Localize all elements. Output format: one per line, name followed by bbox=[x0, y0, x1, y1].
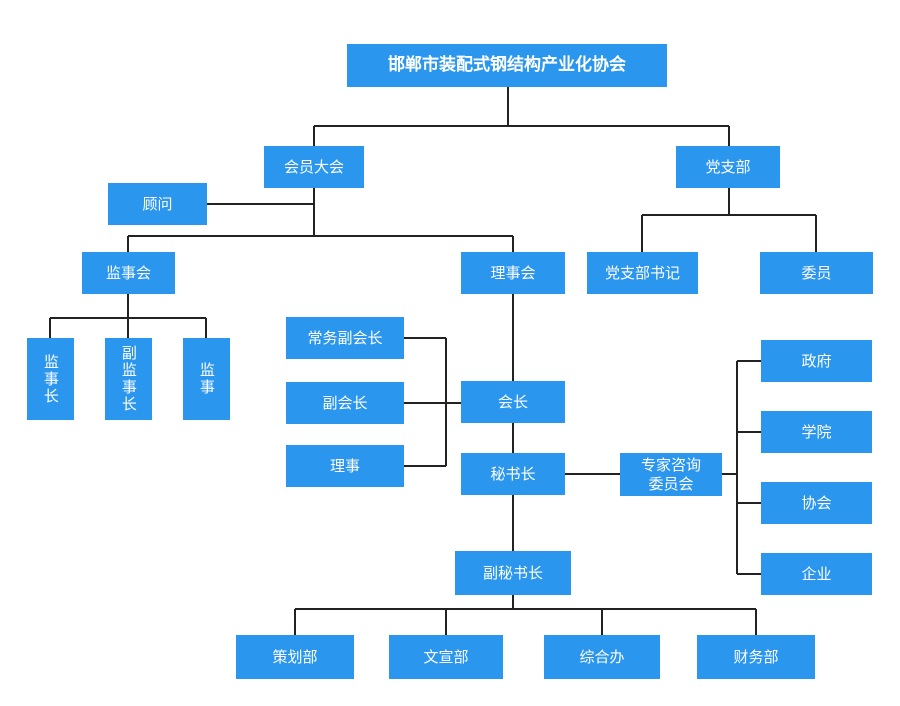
node-chief-supervisor: 监事长 bbox=[27, 338, 74, 420]
node-publicity-dept: 文宣部 bbox=[389, 635, 503, 679]
node-party-secretary: 党支部书记 bbox=[587, 252, 698, 294]
node-executive-vice-president: 常务副会长 bbox=[286, 317, 404, 359]
node-root: 邯郸市装配式钢结构产业化协会 bbox=[347, 44, 667, 87]
node-government: 政府 bbox=[761, 340, 872, 382]
expert-committee-label: 专家咨询 委员会 bbox=[640, 455, 701, 493]
node-president: 会长 bbox=[461, 381, 565, 423]
node-enterprise: 企业 bbox=[761, 553, 872, 595]
node-supervisory-board: 监事会 bbox=[82, 252, 175, 294]
node-committee-member: 委员 bbox=[760, 252, 873, 294]
node-deputy-secretary-general: 副秘书长 bbox=[455, 551, 571, 595]
node-academy: 学院 bbox=[761, 411, 872, 453]
node-association: 协会 bbox=[761, 482, 872, 524]
node-supervisor: 监事 bbox=[183, 338, 230, 420]
node-council: 理事会 bbox=[461, 252, 565, 294]
node-party-branch: 党支部 bbox=[676, 146, 780, 188]
node-vice-president: 副会长 bbox=[286, 382, 404, 424]
node-deputy-chief-supervisor: 副监事长 bbox=[105, 338, 152, 420]
node-general-office: 综合办 bbox=[544, 635, 660, 679]
node-planning-dept: 策划部 bbox=[236, 635, 354, 679]
node-secretary-general: 秘书长 bbox=[461, 453, 565, 495]
node-member-assembly: 会员大会 bbox=[264, 146, 364, 188]
node-director: 理事 bbox=[286, 445, 404, 487]
node-advisor: 顾问 bbox=[108, 183, 207, 225]
node-expert-committee: 专家咨询 委员会 bbox=[620, 453, 722, 496]
node-finance-dept: 财务部 bbox=[697, 635, 815, 679]
